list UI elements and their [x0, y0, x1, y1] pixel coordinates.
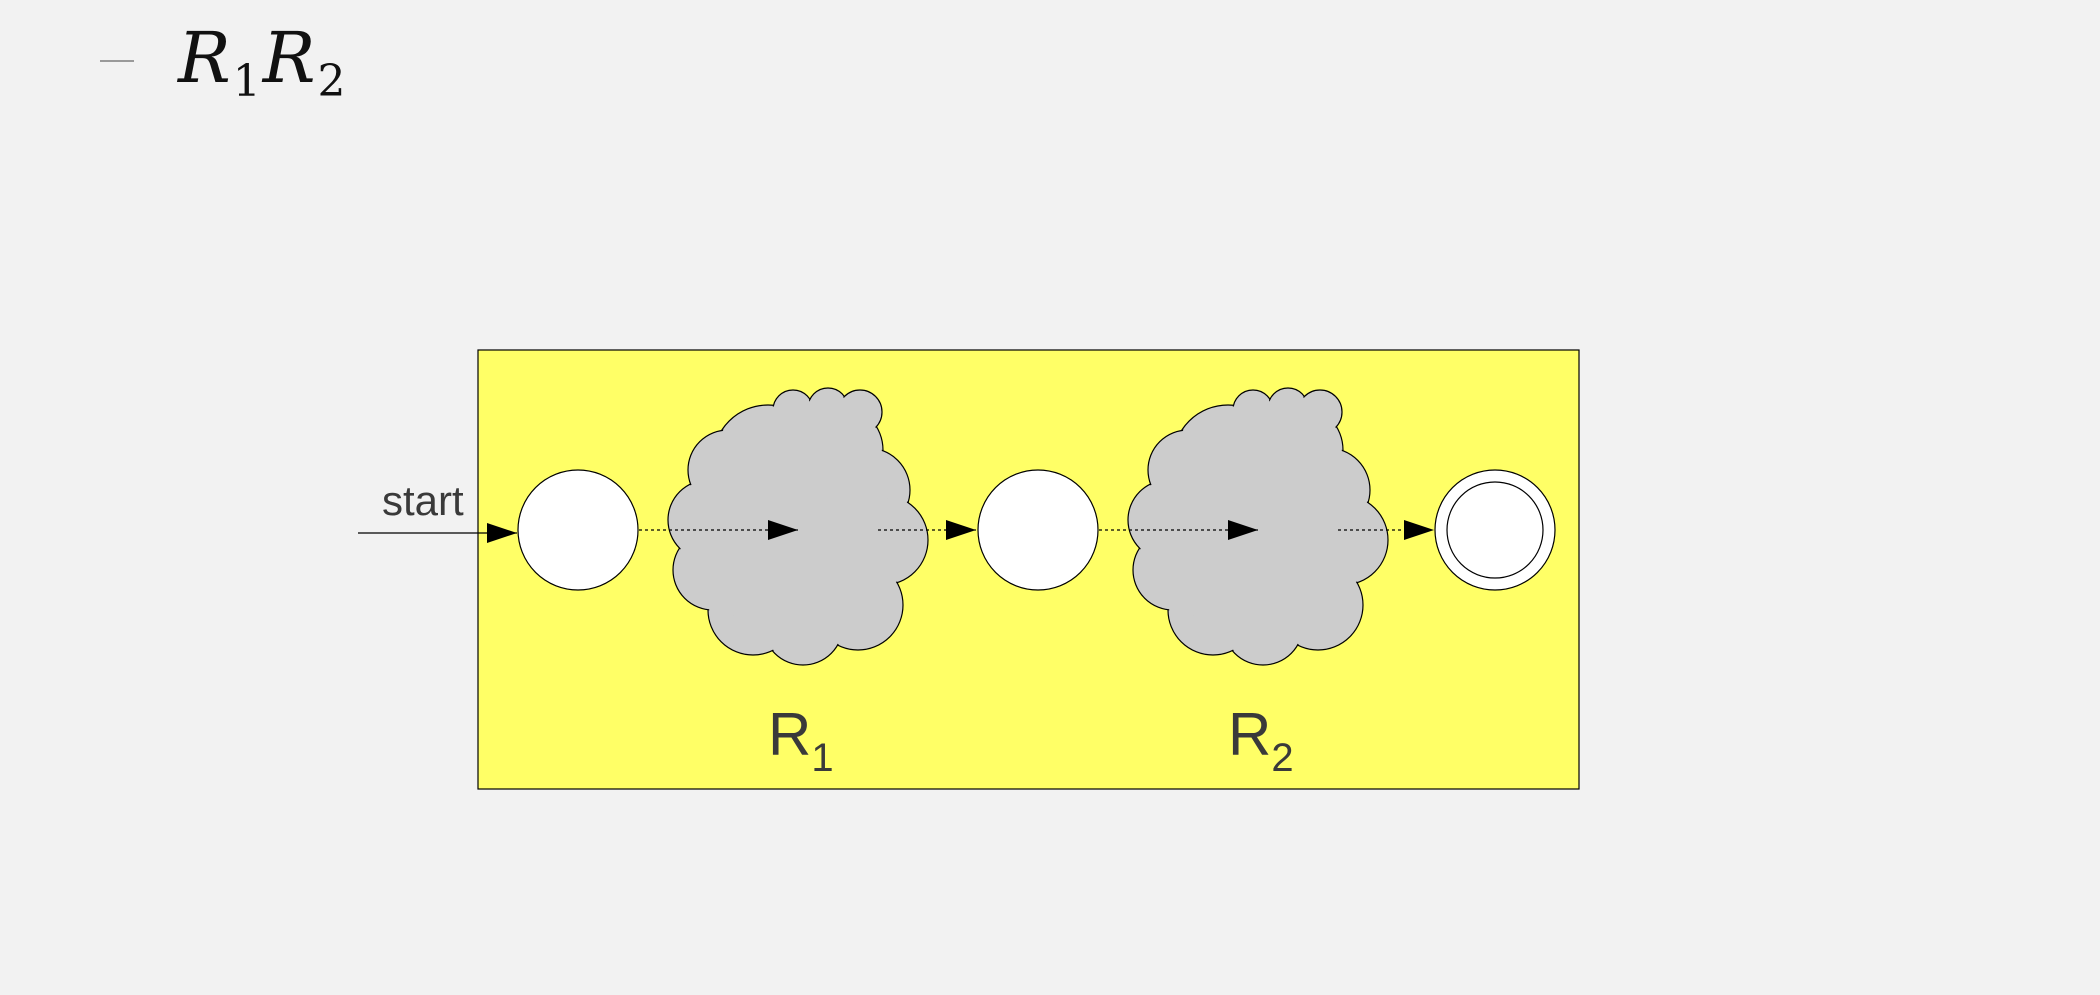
- region-label-r2-subscript: 2: [1271, 736, 1293, 780]
- expr-symbol-1: R: [178, 17, 231, 99]
- region-label-r1-subscript: 1: [811, 736, 833, 780]
- initial-state: [517, 469, 639, 591]
- region-label-r1-symbol: R: [768, 701, 811, 768]
- cloud-r2: [1127, 387, 1389, 666]
- region-label-r2: R2: [1228, 701, 1294, 780]
- region-label-r1: R1: [768, 701, 834, 780]
- accepting-state: [1434, 469, 1556, 591]
- slide-heading: R1R2: [100, 18, 347, 104]
- concatenation-expression: R1R2: [178, 23, 347, 104]
- expr-symbol-2: R: [262, 17, 316, 99]
- expr-subscript-1: 1: [232, 56, 261, 107]
- intermediate-state: [977, 469, 1099, 591]
- cloud-r1: [667, 387, 929, 666]
- expr-subscript-2: 2: [317, 56, 346, 107]
- start-label: start: [382, 477, 464, 524]
- bullet-dash: [100, 60, 134, 62]
- region-label-r2-symbol: R: [1228, 701, 1271, 768]
